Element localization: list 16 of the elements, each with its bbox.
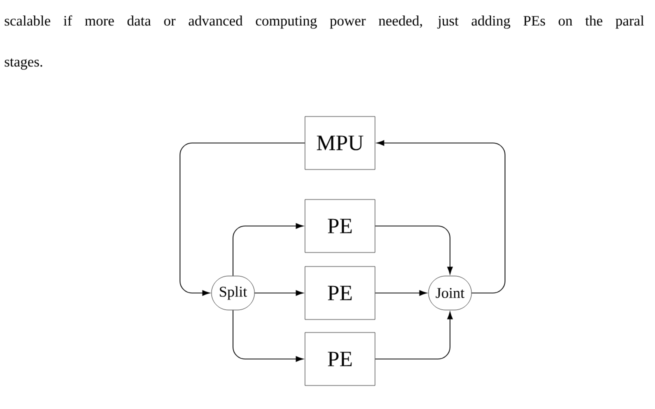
- arrow: [376, 140, 506, 294]
- paragraph-text: stages.: [4, 58, 42, 70]
- paragraph-text: scalable if more data or advanced computing power needed, just adding PEs on the paral: [4, 15, 644, 29]
- arrow: [254, 290, 304, 296]
- arrow: [374, 290, 427, 296]
- process-box: PE: [304, 199, 376, 253]
- arrow: [374, 226, 453, 274]
- arrow: [232, 223, 304, 276]
- process-box: PE: [304, 266, 376, 320]
- arrow: [374, 312, 453, 360]
- arrow: [180, 142, 306, 296]
- process-box: PE: [304, 332, 376, 386]
- process-box: MPU: [304, 116, 376, 170]
- rounded-node: Split: [211, 276, 255, 310]
- arrow: [232, 310, 304, 362]
- rounded-node: Joint: [428, 276, 472, 310]
